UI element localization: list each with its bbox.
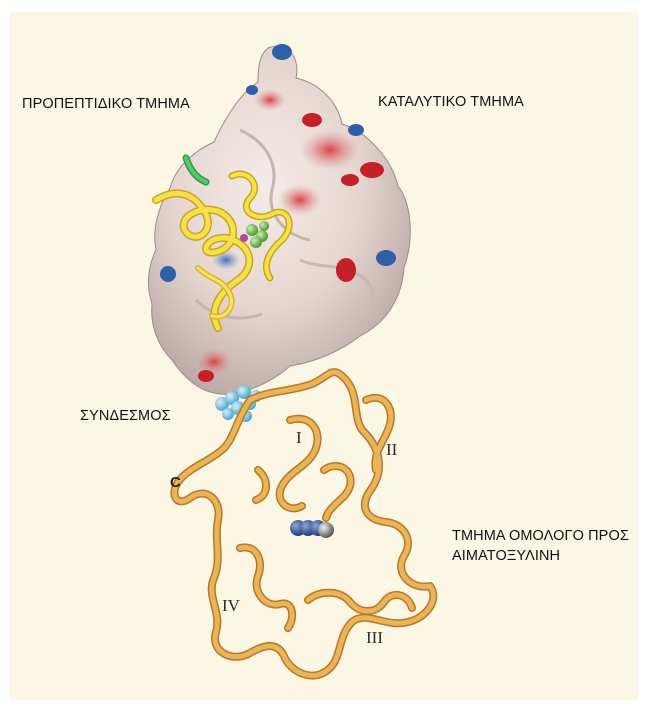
c-terminus-label: C bbox=[170, 474, 181, 491]
catalytic-domain-label: ΚΑΤΑΛΥΤΙΚΟ ΤΜΗΜΑ bbox=[378, 94, 524, 110]
blade-label-2: II bbox=[386, 440, 397, 460]
hemopexin-domain-label-line2: ΑΙΜΑΤΟΞΥΛΙΝΗ bbox=[452, 548, 560, 564]
propeptide-domain-label: ΠΡΟΠΕΠΤΙΔΙΚΟ ΤΜΗΜΑ bbox=[22, 96, 190, 112]
blade-label-3: III bbox=[366, 628, 383, 648]
blade-label-1: I bbox=[296, 428, 302, 448]
hemopexin-domain-label-line1: ΤΜΗΜΑ ΟΜΟΛΟΓΟ ΠΡΟΣ bbox=[452, 528, 629, 544]
linker-label: ΣΥΝΔΕΣΜΟΣ bbox=[80, 408, 171, 424]
metal-ions-icon bbox=[290, 520, 334, 538]
blade-label-4: IV bbox=[222, 596, 240, 616]
